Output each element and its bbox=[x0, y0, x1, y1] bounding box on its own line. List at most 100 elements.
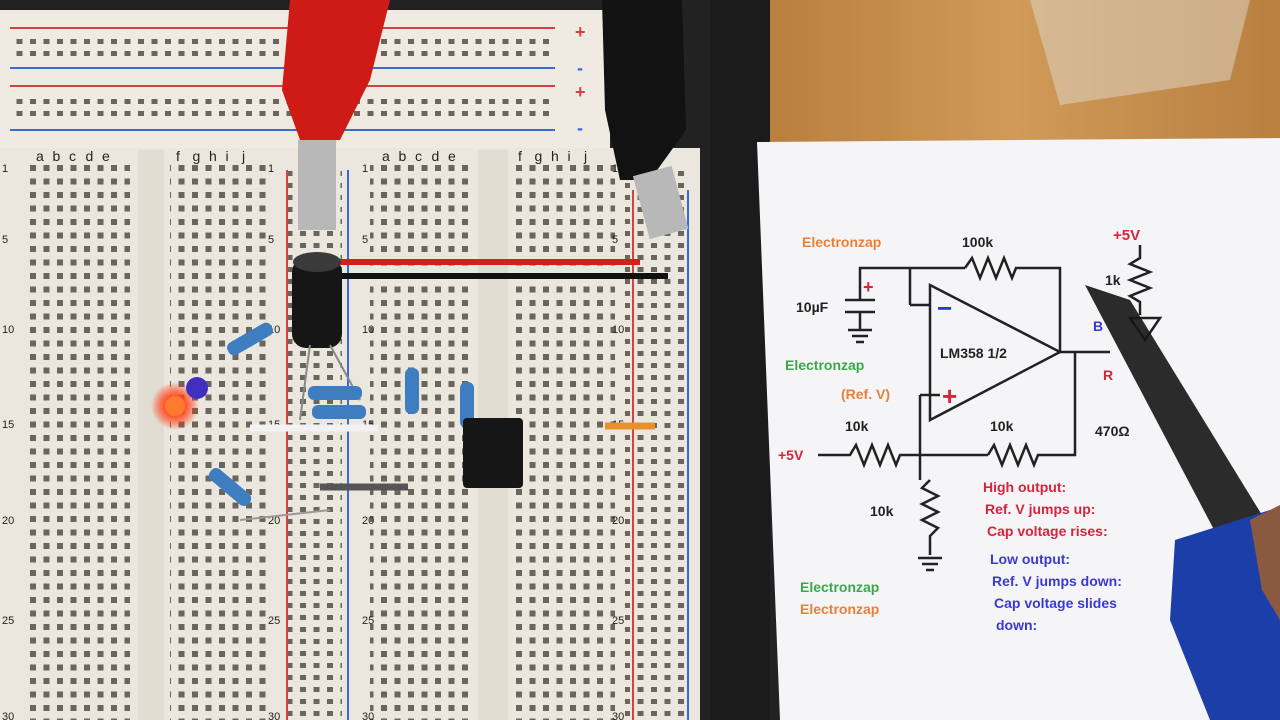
low-note-line: Cap voltage slides bbox=[994, 595, 1117, 611]
red-alligator-clip bbox=[282, 0, 390, 140]
column-letter-j: j bbox=[583, 148, 587, 164]
paper bbox=[757, 138, 1280, 720]
row-number-1: 1 bbox=[362, 163, 368, 175]
row-number-20: 20 bbox=[2, 515, 14, 527]
low-note-line: Low output: bbox=[990, 551, 1070, 567]
watermark-4: Electronzap bbox=[800, 601, 879, 617]
column-letter-b: b bbox=[53, 148, 61, 164]
label-plus5v-left: +5V bbox=[778, 447, 804, 463]
label-1k: 1k bbox=[1105, 272, 1121, 288]
components bbox=[151, 0, 689, 521]
label-10k-bottom: 10k bbox=[870, 503, 894, 519]
column-letter-c: c bbox=[69, 148, 76, 164]
column-letter-f: f bbox=[176, 148, 180, 164]
row-number-20: 20 bbox=[612, 515, 624, 527]
row-number-10: 10 bbox=[2, 324, 14, 336]
row-number-5: 5 bbox=[362, 234, 368, 246]
label-10k-left: 10k bbox=[845, 418, 869, 434]
row-number-30: 30 bbox=[268, 711, 280, 720]
rail-plus-1: + bbox=[575, 22, 586, 42]
label-led-b: B bbox=[1093, 318, 1103, 334]
hole-grid-f-j bbox=[170, 165, 270, 720]
breadboard bbox=[0, 10, 700, 720]
label-100k: 100k bbox=[962, 234, 993, 250]
resistor-4 bbox=[405, 368, 419, 414]
pen bbox=[1085, 285, 1265, 560]
high-note-line: Cap voltage rises: bbox=[987, 523, 1108, 539]
high-note-line: Ref. V jumps up: bbox=[985, 501, 1095, 517]
low-note-line: down: bbox=[996, 617, 1037, 633]
resistor-6 bbox=[208, 468, 252, 506]
column-letter-e: e bbox=[448, 148, 456, 164]
hole-grid-f-j-2 bbox=[515, 165, 615, 720]
low-output-notes: Low output: Ref. V jumps down: Cap voltage… bbox=[990, 551, 1122, 633]
rail-plus-2: + bbox=[575, 82, 586, 102]
watermark-1: Electronzap bbox=[802, 234, 881, 250]
row-number-25: 25 bbox=[2, 615, 14, 627]
finger bbox=[1250, 505, 1280, 620]
rail-minus-1: - bbox=[577, 58, 583, 78]
column-letter-e: e bbox=[102, 148, 110, 164]
label-plus5v-top: +5V bbox=[1113, 227, 1140, 244]
row-number-5: 5 bbox=[612, 234, 618, 246]
column-letter-c: c bbox=[415, 148, 422, 164]
column-letter-b: b bbox=[399, 148, 407, 164]
row-number-1: 1 bbox=[612, 163, 618, 175]
column-letter-g: g bbox=[535, 148, 543, 164]
hole-grid-a-e-2 bbox=[370, 165, 470, 720]
row-number-1: 1 bbox=[268, 163, 274, 175]
low-note-line: Ref. V jumps down: bbox=[992, 573, 1122, 589]
label-ref-v: (Ref. V) bbox=[841, 386, 890, 402]
electrolytic-capacitor bbox=[292, 258, 342, 348]
column-letter-i: i bbox=[568, 148, 571, 164]
label-10k-right: 10k bbox=[990, 418, 1014, 434]
high-output-notes: High output: Ref. V jumps up: Cap voltage … bbox=[983, 479, 1108, 539]
resistor-5 bbox=[460, 382, 474, 428]
black-alligator-clip bbox=[602, 0, 686, 180]
rail-minus-2: - bbox=[577, 118, 583, 138]
column-letter-d: d bbox=[432, 148, 440, 164]
column-letter-f: f bbox=[518, 148, 522, 164]
row-number-30: 30 bbox=[2, 711, 14, 720]
row-number-10: 10 bbox=[612, 324, 624, 336]
schematic-paper: − + + Electronzap 100k +5V 1k 10µF LM358… bbox=[757, 138, 1280, 720]
row-number-5: 5 bbox=[268, 234, 274, 246]
column-letter-g: g bbox=[193, 148, 201, 164]
row-number-15: 15 bbox=[2, 419, 14, 431]
row-number-20: 20 bbox=[268, 515, 280, 527]
column-letter-d: d bbox=[86, 148, 94, 164]
watermark-2: Electronzap bbox=[785, 357, 864, 373]
schematic-lines bbox=[818, 245, 1163, 572]
pen-and-hand bbox=[1085, 285, 1280, 720]
watermark-3: Electronzap bbox=[800, 579, 879, 595]
row-number-25: 25 bbox=[268, 615, 280, 627]
high-note-line: High output: bbox=[983, 479, 1066, 495]
label-470: 470Ω bbox=[1095, 423, 1130, 439]
row-number-10: 10 bbox=[362, 324, 374, 336]
column-letter-j: j bbox=[241, 148, 245, 164]
blue-sleeve bbox=[1170, 510, 1280, 720]
row-numbers: 1111555510101010151515152020202025252525… bbox=[2, 163, 624, 720]
row-number-25: 25 bbox=[612, 615, 624, 627]
hole-grid-a-e bbox=[30, 165, 130, 720]
opamp-minus: − bbox=[937, 293, 952, 323]
blue-led bbox=[186, 377, 208, 399]
opamp-plus: + bbox=[942, 381, 957, 411]
ic-chip bbox=[463, 418, 523, 488]
plastic-bag bbox=[1030, 0, 1250, 105]
column-letter-i: i bbox=[226, 148, 229, 164]
column-letter-a: a bbox=[36, 148, 44, 164]
column-letter-h: h bbox=[209, 148, 217, 164]
row-number-5: 5 bbox=[2, 234, 8, 246]
resistor-1 bbox=[227, 322, 273, 356]
resistor-2 bbox=[308, 386, 362, 400]
label-led-r: R bbox=[1103, 367, 1113, 383]
row-number-1: 1 bbox=[2, 163, 8, 175]
label-10uf: 10µF bbox=[796, 299, 829, 315]
row-number-30: 30 bbox=[362, 711, 374, 720]
row-number-20: 20 bbox=[362, 515, 374, 527]
column-letter-a: a bbox=[382, 148, 390, 164]
label-lm358: LM358 1/2 bbox=[940, 345, 1007, 361]
